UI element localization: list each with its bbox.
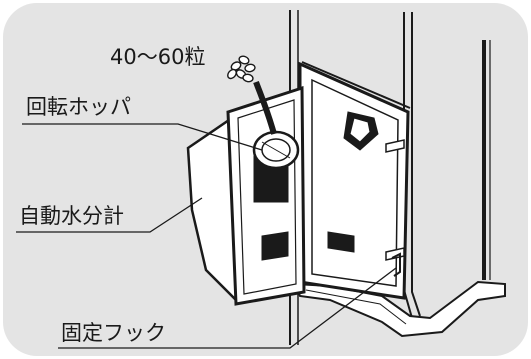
- machine-base: [293, 280, 506, 338]
- auto-moisture-meter-label: 自動水分計: [19, 204, 124, 228]
- moisture-meter-housing: [186, 115, 238, 304]
- leader-lines: [16, 123, 397, 349]
- grain-cluster-icon: [227, 55, 256, 83]
- fixing-hook: [391, 252, 401, 277]
- leader-line-meter: [16, 197, 203, 233]
- leader-line-hopper: [22, 123, 263, 151]
- leader-line-hook: [58, 267, 397, 349]
- feed-tube: [253, 80, 277, 135]
- moisture-meter-panel: [226, 85, 306, 306]
- rotary-hopper: [252, 130, 300, 170]
- grain-quantity-label: 40〜60粒: [110, 45, 206, 69]
- machine-door: [298, 61, 411, 300]
- rotary-hopper-label: 回転ホッパ: [26, 95, 131, 119]
- fixing-hook-label: 固定フック: [61, 321, 166, 345]
